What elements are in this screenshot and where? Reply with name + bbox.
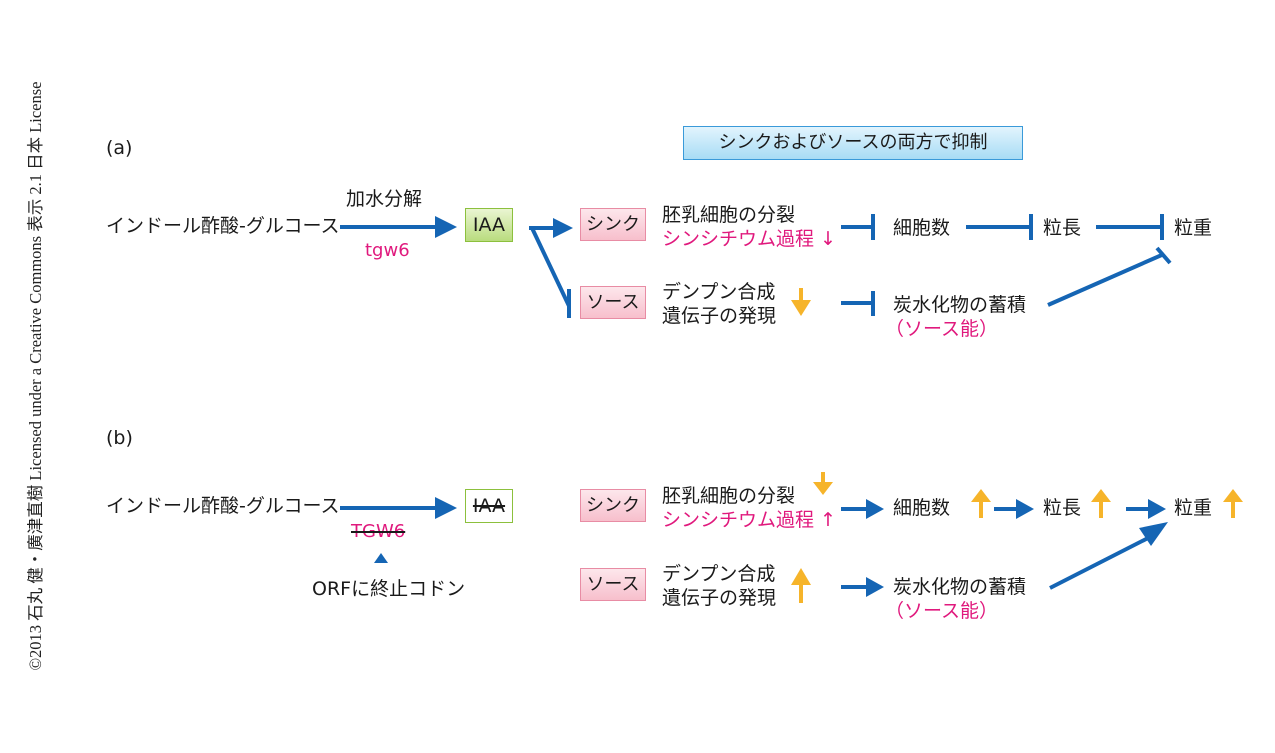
panel-b-label: (b) (106, 427, 133, 449)
panel-b-syncytium-text: シンシチウム過程 (662, 509, 815, 531)
panel-a-enzyme: tgw6 (365, 240, 410, 261)
panel-a-carb-accumulation: 炭水化物の蓄積 (893, 294, 1027, 316)
panel-a-source-capacity: （ソース能） (885, 318, 999, 340)
panel-b-carb-to-weight-arrowhead (1139, 522, 1168, 546)
panel-b-substrate: インドール酢酸-グルコース (106, 495, 340, 517)
panel-b-cell-up-arrow-icon (971, 489, 991, 518)
panel-b-source-up-arrow-icon (791, 568, 811, 603)
panel-b-carb-to-weight-shaft (1049, 535, 1151, 590)
panel-a-iaa-to-sink-arrowhead (553, 218, 573, 238)
panel-a-source-down-arrow-icon (791, 288, 811, 316)
panel-a-substrate: インドール酢酸-グルコース (106, 215, 340, 237)
panel-b-iaa-box-struck: IAA (465, 489, 513, 523)
panel-a-grain-weight: 粒重 (1174, 217, 1213, 239)
panel-b-source-box: ソース (580, 568, 646, 601)
panel-b-weight-up-arrow-icon (1223, 489, 1243, 518)
panel-a-source-process-2: 遺伝子の発現 (662, 305, 777, 327)
panel-a-cell-number: 細胞数 (893, 217, 951, 239)
panel-a-grain-length: 粒長 (1043, 217, 1082, 239)
panel-b-carb-accumulation: 炭水化物の蓄積 (893, 576, 1027, 598)
panel-b-grain-weight: 粒重 (1174, 497, 1213, 519)
panel-a-syncytium: シンシチウム過程 ↓ (662, 228, 836, 250)
panel-b-enzyme-struck: TGW6 (351, 521, 406, 542)
panel-a-carb-weight-inhibition-bar (1155, 246, 1172, 265)
panel-a-iaa-box: IAA (465, 208, 513, 242)
panel-a-syncytium-text: シンシチウム過程 (662, 228, 815, 250)
panel-b-source-process-2: 遺伝子の発現 (662, 587, 777, 609)
panel-b-cell-to-length-arrowhead (1016, 499, 1034, 519)
panel-a-banner: シンクおよびソースの両方で抑制 (683, 126, 1023, 160)
panel-b-sink-down-arrow-icon (813, 472, 833, 495)
panel-b-sink-process: 胚乳細胞の分裂 (662, 485, 796, 507)
panel-b-connectors (340, 472, 1243, 603)
panel-b-source-capacity: （ソース能） (885, 600, 999, 622)
small-down-arrow-icon: ↓ (820, 228, 836, 250)
panel-a-sink-process: 胚乳細胞の分裂 (662, 204, 796, 226)
panel-a-sink-box: シンク (580, 208, 646, 241)
panel-b-length-to-weight-arrowhead (1148, 499, 1166, 519)
panel-b-sink-to-cell-arrowhead (866, 499, 884, 519)
panel-b-grain-length: 粒長 (1043, 497, 1082, 519)
panel-a-reaction-label: 加水分解 (346, 188, 423, 210)
panel-a-carb-to-weight-inhibition (1047, 252, 1165, 307)
panel-a-source-box: ソース (580, 286, 646, 319)
panel-a-connectors (340, 214, 1172, 318)
panel-b-stop-codon-marker-icon (374, 553, 388, 563)
small-up-arrow-icon: ↑ (820, 509, 836, 531)
panel-b-syncytium: シンシチウム過程 ↑ (662, 509, 836, 531)
panel-b-sink-box: シンク (580, 489, 646, 522)
panel-b-cell-number: 細胞数 (893, 497, 951, 519)
panel-a-source-process-1: デンプン合成 (662, 281, 776, 303)
panel-a-iaa-to-source-inhibition (530, 227, 571, 307)
panel-b-source-process-1: デンプン合成 (662, 563, 776, 585)
panel-b-substrate-arrowhead (435, 497, 457, 519)
panel-a-label: (a) (106, 137, 133, 159)
panel-b-source-to-carb-arrowhead (866, 577, 884, 597)
panel-b-mutation-note: ORFに終止コドン (312, 578, 466, 600)
panel-a-hydrolysis-arrowhead (435, 216, 457, 238)
panel-b-length-up-arrow-icon (1091, 489, 1111, 518)
